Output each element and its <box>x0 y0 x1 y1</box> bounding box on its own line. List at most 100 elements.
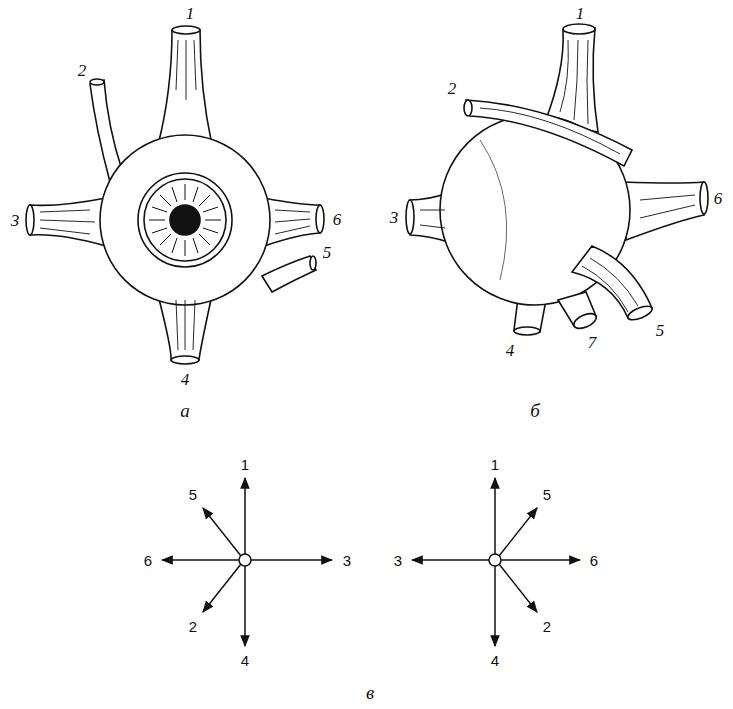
drawing-part <box>406 200 414 234</box>
drawing-part <box>30 198 106 246</box>
front-view <box>26 26 324 364</box>
drawing-part <box>199 234 210 245</box>
drawing-part <box>420 210 445 211</box>
drawing-part <box>162 559 239 561</box>
callout-number: 3 <box>394 553 402 568</box>
drawing-part <box>251 559 332 561</box>
drawing-part <box>203 207 218 212</box>
drawing-part <box>310 256 316 270</box>
callout-number: 4 <box>506 342 515 359</box>
drawing-part <box>640 205 695 218</box>
drawing-part <box>160 234 171 245</box>
callout-number: 1 <box>241 457 249 472</box>
callout-number: 1 <box>186 5 195 22</box>
drawing-part <box>172 187 177 202</box>
panel-letter: в <box>366 683 374 702</box>
callout-number: 4 <box>491 653 499 668</box>
drawing-part <box>501 559 580 561</box>
drawing-part <box>176 40 178 90</box>
drawing-part <box>199 195 210 206</box>
callout-number: 2 <box>543 619 551 634</box>
drawing-part <box>480 140 507 280</box>
drawing-part <box>563 24 595 34</box>
drawing-part <box>264 198 320 246</box>
drawing-part <box>464 100 472 116</box>
drawing-part <box>239 554 251 566</box>
drawing-part <box>172 238 177 253</box>
drawing-part <box>582 266 628 312</box>
panel-letter: б <box>530 401 540 420</box>
action-arrows <box>162 478 580 646</box>
callout-number: 4 <box>241 653 249 668</box>
drawing-part <box>171 356 199 364</box>
callout-number: 3 <box>390 209 399 226</box>
drawing-part <box>152 207 167 212</box>
drawing-part <box>622 182 704 240</box>
drawing-part <box>560 40 568 112</box>
drawing-part <box>412 559 489 561</box>
drawing-part <box>149 220 165 221</box>
drawing-part <box>193 238 198 253</box>
drawing-part <box>194 40 196 90</box>
callout-number: 2 <box>448 80 457 97</box>
drawing-part <box>176 300 178 350</box>
drawing-part <box>499 564 537 612</box>
callout-number: 1 <box>491 457 499 472</box>
callout-number: 5 <box>543 487 551 502</box>
drawing-part <box>185 300 186 350</box>
callout-number: 2 <box>78 62 87 79</box>
drawing-part <box>244 566 246 646</box>
iris-lines <box>149 184 221 256</box>
callout-number: 6 <box>144 553 152 568</box>
drawing-part <box>494 566 496 646</box>
callout-number: 6 <box>590 553 598 568</box>
drawing-part <box>640 195 695 200</box>
drawing-part <box>275 219 310 222</box>
drawing-part <box>205 220 221 221</box>
drawing-part <box>626 303 654 322</box>
callout-number: 6 <box>333 211 342 228</box>
callout-number: 3 <box>343 553 351 568</box>
drawing-part <box>262 256 316 292</box>
drawing-part <box>26 205 34 235</box>
drawing-part <box>572 311 599 332</box>
muscle-fibres <box>40 40 310 350</box>
drawing-part <box>185 240 186 256</box>
drawing-part <box>514 327 540 335</box>
drawing-part <box>480 108 620 154</box>
drawing-part <box>193 187 198 202</box>
drawing-part <box>90 79 104 85</box>
callout-number: 2 <box>189 619 197 634</box>
drawing-part <box>158 30 212 145</box>
drawing-part <box>40 220 95 222</box>
drawing-part <box>186 40 187 100</box>
callout-number: 5 <box>323 244 332 261</box>
panel-letter: а <box>180 401 190 420</box>
drawing-part <box>244 478 246 554</box>
drawing-part <box>316 205 324 233</box>
drawing-part <box>203 508 241 556</box>
drawing-part <box>499 508 537 556</box>
callout-number: 5 <box>189 487 197 502</box>
drawing-part <box>275 210 310 212</box>
drawing-part <box>590 258 638 306</box>
drawing-part <box>100 135 270 305</box>
drawing-part <box>90 80 122 182</box>
drawing-part <box>40 228 90 234</box>
drawing-part <box>185 184 186 200</box>
drawing-part <box>494 478 496 554</box>
callout-number: 3 <box>11 212 20 229</box>
drawing-part <box>152 228 167 233</box>
callout-number: 6 <box>714 190 723 207</box>
drawing-part <box>574 40 578 120</box>
drawing-part <box>489 554 501 566</box>
callout-number: 4 <box>181 371 190 388</box>
drawing-part <box>144 179 226 261</box>
drawing-part <box>158 295 212 360</box>
drawing-part <box>170 205 200 235</box>
drawing-part <box>193 300 195 350</box>
drawing-part <box>172 26 200 34</box>
drawing-part <box>420 225 445 228</box>
drawing-part <box>466 100 632 166</box>
